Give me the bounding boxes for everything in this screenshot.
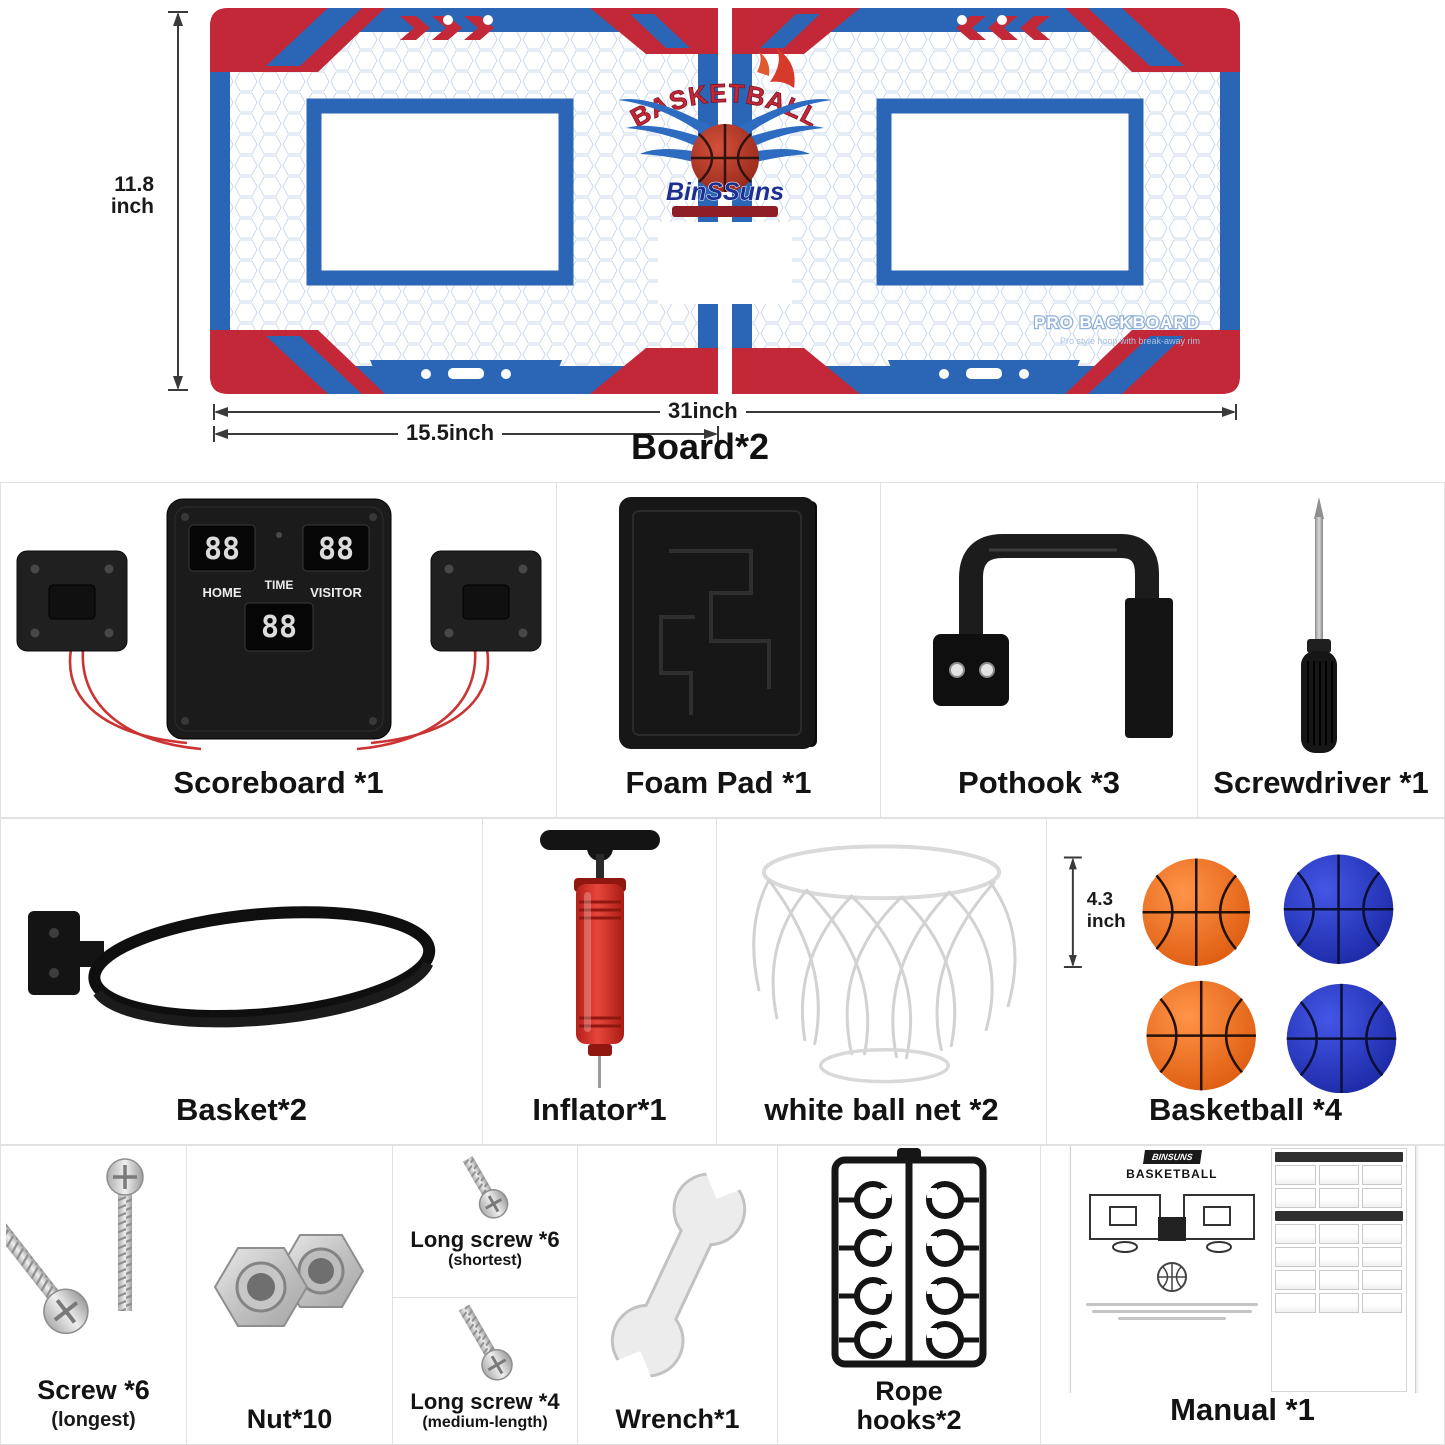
half-width-dimension-label: 15.5inch bbox=[398, 420, 503, 446]
foam-pad-label: Foam Pad *1 bbox=[625, 765, 812, 801]
rope-hooks-graphic bbox=[831, 1147, 987, 1368]
pothook-graphic bbox=[933, 533, 1173, 738]
screwdriver-graphic bbox=[1301, 496, 1337, 753]
ball-dimension-line: 4.3 inch bbox=[1063, 856, 1126, 969]
long-screw-medium-note: (medium-length) bbox=[422, 1414, 548, 1432]
ball-dimension-unit: inch bbox=[1087, 911, 1126, 932]
height-dimension-label: 11.8 inch bbox=[110, 173, 154, 219]
cell-basket: Basket*2 bbox=[0, 818, 483, 1145]
pro-backboard-title: PRO BACKBOARD bbox=[1034, 313, 1200, 332]
pro-backboard-subtitle: Pro style hoop with break-away rim bbox=[1060, 336, 1200, 346]
cell-pothook: Pothook *3 bbox=[880, 482, 1198, 818]
manual-instructions-column bbox=[1271, 1147, 1407, 1392]
time-display: 88 bbox=[260, 610, 296, 645]
cell-screwdriver: Screwdriver *1 bbox=[1197, 482, 1445, 818]
home-score-display: 88 bbox=[203, 532, 239, 567]
wrench-label: Wrench*1 bbox=[615, 1403, 740, 1434]
basketball-label: Basketball *4 bbox=[1149, 1092, 1342, 1128]
screw-angled bbox=[6, 1214, 89, 1335]
basket-label: Basket*2 bbox=[176, 1092, 307, 1128]
mount-plate-left bbox=[16, 550, 127, 652]
manual-label: Manual *1 bbox=[1170, 1392, 1315, 1428]
screwdriver-label: Screwdriver *1 bbox=[1213, 765, 1429, 801]
cell-screw: Screw *6 (longest) bbox=[0, 1145, 187, 1445]
basketball-orange-2 bbox=[1146, 981, 1256, 1091]
cell-nut: Nut*10 bbox=[186, 1145, 393, 1445]
long-screw-short-note: (shortest) bbox=[448, 1252, 522, 1270]
visitor-score-display: 88 bbox=[317, 532, 353, 567]
long-screw-medium-label: Long screw *4 bbox=[410, 1389, 560, 1414]
basketball-blue-1 bbox=[1283, 854, 1394, 965]
cell-scoreboard: 88 88 HOME TIME VISITOR 88 Scoreboard *1 bbox=[0, 482, 557, 818]
basketball-blue-2 bbox=[1286, 984, 1397, 1094]
long-screw-medium-graphic bbox=[458, 1304, 513, 1381]
scoreboard-label: Scoreboard *1 bbox=[173, 765, 384, 801]
ball-net-label: white ball net *2 bbox=[764, 1092, 999, 1128]
inflator-graphic bbox=[539, 830, 660, 1089]
screw-graphic bbox=[6, 1158, 144, 1335]
time-label: TIME bbox=[264, 578, 293, 592]
manual-title: BASKETBALL bbox=[1126, 1166, 1218, 1181]
screw-vertical bbox=[106, 1158, 144, 1312]
nut-graphic bbox=[213, 1233, 364, 1327]
cell-rope-hooks: Rope hooks*2 bbox=[777, 1145, 1041, 1445]
board-label: Board*2 bbox=[630, 426, 770, 467]
ball-net-graphic bbox=[752, 844, 1017, 1084]
logo-brand-text: BinSSuns bbox=[666, 178, 784, 206]
pothook-label: Pothook *3 bbox=[958, 765, 1120, 801]
backboard-graphic: BASKETBALL BinSSuns bbox=[210, 8, 1240, 394]
wrench-graphic bbox=[610, 1158, 747, 1391]
nut-front bbox=[213, 1246, 308, 1327]
basket-rim-graphic bbox=[27, 906, 435, 1028]
subcell-long-screw-medium: Long screw *4 (medium-length) bbox=[393, 1298, 577, 1444]
cell-inflator: Inflator*1 bbox=[482, 818, 717, 1145]
nut-label: Nut*10 bbox=[246, 1403, 333, 1434]
cell-manual: BINSUNS BASKETBALL bbox=[1040, 1145, 1445, 1445]
long-screw-short-label: Long screw *6 bbox=[410, 1227, 560, 1252]
cell-wrench: Wrench*1 bbox=[577, 1145, 778, 1445]
rope-hooks-label: Rope hooks*2 bbox=[856, 1376, 962, 1435]
manual-diagram bbox=[1088, 1193, 1255, 1292]
height-dimension-line bbox=[168, 11, 188, 391]
inflator-label: Inflator*1 bbox=[532, 1092, 667, 1128]
cell-ball-net: white ball net *2 bbox=[716, 818, 1047, 1145]
cell-long-screws: Long screw *6 (shortest) bbox=[392, 1145, 578, 1445]
manual-sheet: BINSUNS BASKETBALL bbox=[1069, 1146, 1416, 1394]
scoreboard-unit: 88 88 HOME TIME VISITOR 88 bbox=[166, 498, 391, 740]
ball-dimension-value: 4.3 bbox=[1087, 889, 1113, 910]
scoreboard-wires bbox=[68, 648, 489, 750]
screw-label: Screw *6 bbox=[37, 1374, 150, 1405]
foam-pad-graphic bbox=[618, 496, 817, 749]
basketball-orange-1 bbox=[1142, 858, 1250, 967]
cell-basketballs: 4.3 inch bbox=[1046, 818, 1445, 1145]
home-label: HOME bbox=[202, 585, 241, 600]
subcell-long-screw-short: Long screw *6 (shortest) bbox=[393, 1146, 577, 1298]
screw-note: (longest) bbox=[51, 1409, 136, 1431]
visitor-label: VISITOR bbox=[310, 585, 362, 600]
mount-plate-right bbox=[430, 550, 541, 652]
long-screw-short-graphic bbox=[462, 1156, 509, 1219]
flame-icon bbox=[770, 48, 795, 88]
cell-foam-pad: Foam Pad *1 bbox=[556, 482, 881, 818]
scoreboard-graphic: 88 88 HOME TIME VISITOR 88 bbox=[16, 498, 541, 750]
basketballs-graphic: 4.3 inch bbox=[1063, 854, 1397, 1094]
full-width-dimension-label: 31inch bbox=[660, 398, 746, 424]
manual-brand-ribbon: BINSUNS bbox=[1142, 1149, 1202, 1164]
